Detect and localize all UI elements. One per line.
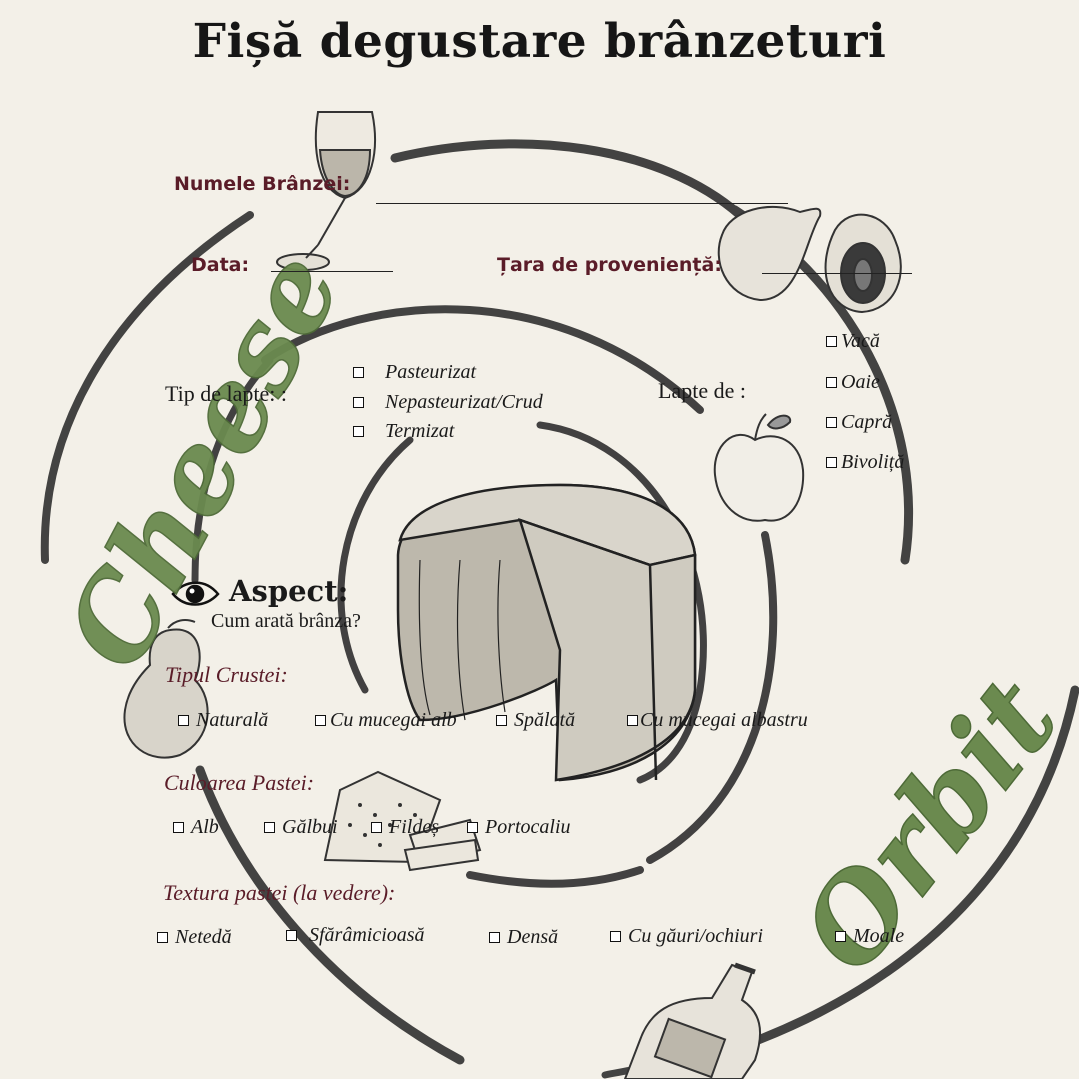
texture-label: Textura pastei (la vedere): (163, 880, 396, 905)
milk-from-option[interactable]: Bivoliță (826, 451, 904, 474)
checkbox[interactable] (496, 715, 507, 726)
spiral-arc (261, 305, 704, 414)
spiral-arc (646, 531, 778, 864)
checkbox[interactable] (353, 426, 364, 437)
rind-option[interactable]: Cu mucegai alb (315, 709, 457, 732)
aspect-heading: Aspect: (229, 574, 349, 608)
rind-label: Tipul Crustei: (165, 662, 288, 687)
checkbox[interactable] (826, 417, 837, 428)
checkbox[interactable] (315, 715, 326, 726)
paste-color-option[interactable]: Alb (173, 816, 219, 839)
paste-color-label: Culoarea Pastei: (164, 770, 315, 795)
checkbox[interactable] (353, 397, 364, 408)
spiral-arc (536, 421, 707, 784)
checkbox[interactable] (157, 932, 168, 943)
crackers-icon (323, 770, 482, 872)
milk-from-option[interactable]: Vacă (826, 330, 880, 353)
checkbox[interactable] (173, 822, 184, 833)
texture-option[interactable]: Netedă (157, 926, 232, 949)
milk-from-option[interactable]: Oaie (826, 371, 880, 394)
eye-icon (171, 581, 220, 606)
cheese-name-label: Numele Brânzei: (174, 173, 351, 195)
milk-from-option[interactable]: Capră (826, 411, 892, 434)
checkbox[interactable] (835, 931, 846, 942)
spiral-arc (740, 685, 1079, 1050)
texture-option[interactable]: Cu găuri/ochiuri (610, 925, 763, 948)
checkbox[interactable] (610, 931, 621, 942)
checkbox[interactable] (826, 457, 837, 468)
milk-type-label: Tip de lapte: : (165, 381, 288, 406)
date-field[interactable] (271, 271, 393, 272)
spiral-arc (40, 211, 254, 564)
spiral-arc (390, 139, 745, 220)
checkbox[interactable] (489, 932, 500, 943)
aspect-subtitle: Cum arată brânza? (211, 610, 361, 632)
checkbox[interactable] (264, 822, 275, 833)
rind-option[interactable]: Spălată (496, 709, 575, 732)
fig-icon (717, 205, 902, 314)
paste-color-option[interactable]: Gălbui (264, 816, 338, 839)
spiral-arc (337, 436, 414, 694)
country-label: Țara de proveniență: (497, 254, 722, 276)
texture-option[interactable]: Moale (835, 925, 904, 948)
checkbox[interactable] (467, 822, 478, 833)
paste-color-option[interactable]: Portocaliu (467, 816, 571, 839)
texture-option[interactable]: Sfărâmicioasă (286, 924, 425, 947)
texture-option[interactable]: Densă (489, 926, 558, 949)
rind-option[interactable]: Cu mucegai albastru (627, 709, 808, 732)
milk-type-option[interactable]: Termizat (353, 420, 454, 443)
bottle-icon (623, 962, 762, 1079)
country-field[interactable] (762, 273, 912, 274)
checkbox[interactable] (826, 377, 837, 388)
spiral-arc (191, 356, 274, 584)
spiral-arc (466, 866, 644, 888)
checkbox[interactable] (286, 930, 297, 941)
page-title: Fișă degustare brânzeturi (192, 14, 887, 69)
checkbox[interactable] (371, 822, 382, 833)
paste-color-option[interactable]: Fildeș (371, 816, 439, 839)
spiral-arc (195, 765, 465, 1065)
milk-from-label: Lapte de : (658, 378, 746, 403)
checkbox[interactable] (826, 336, 837, 347)
apple-icon (713, 413, 805, 522)
checkbox[interactable] (353, 367, 364, 378)
rind-option[interactable]: Naturală (178, 709, 268, 732)
checkbox[interactable] (627, 715, 638, 726)
cheese-name-field[interactable] (376, 203, 788, 204)
milk-type-option[interactable]: Pasteurizat (353, 361, 476, 384)
cheese-wheel-icon (396, 483, 697, 782)
milk-type-option[interactable]: Nepasteurizat/Crud (353, 391, 543, 414)
checkbox[interactable] (178, 715, 189, 726)
date-label: Data: (191, 254, 250, 276)
wine-glass-icon (276, 111, 376, 271)
